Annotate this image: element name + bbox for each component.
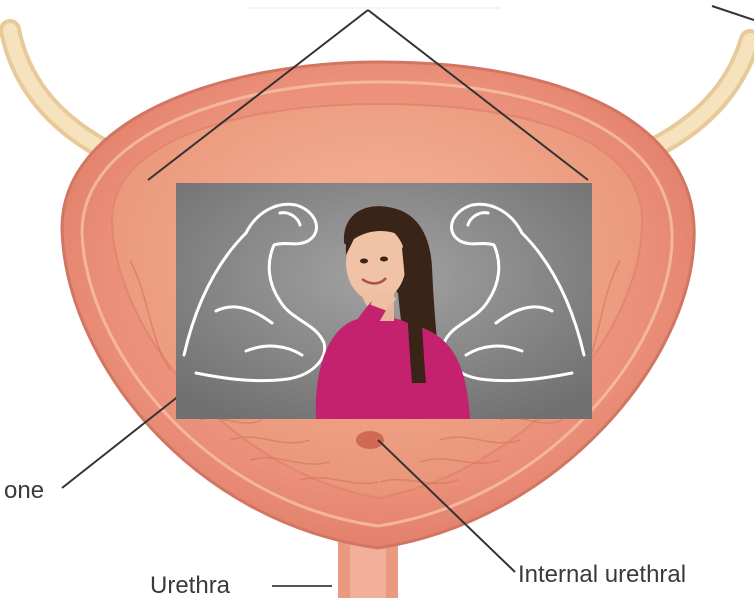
- left-ureter: [10, 30, 105, 150]
- label-urethra: Urethra: [150, 574, 230, 598]
- woman-muscle-arms-inset: [176, 183, 592, 419]
- right-ureter: [650, 40, 750, 150]
- pointer-line-right-ureter: [712, 6, 754, 20]
- label-trigone: one: [4, 479, 44, 503]
- internal-urethral-orifice: [356, 431, 384, 449]
- label-internal-urethral: Internal urethral: [518, 563, 686, 587]
